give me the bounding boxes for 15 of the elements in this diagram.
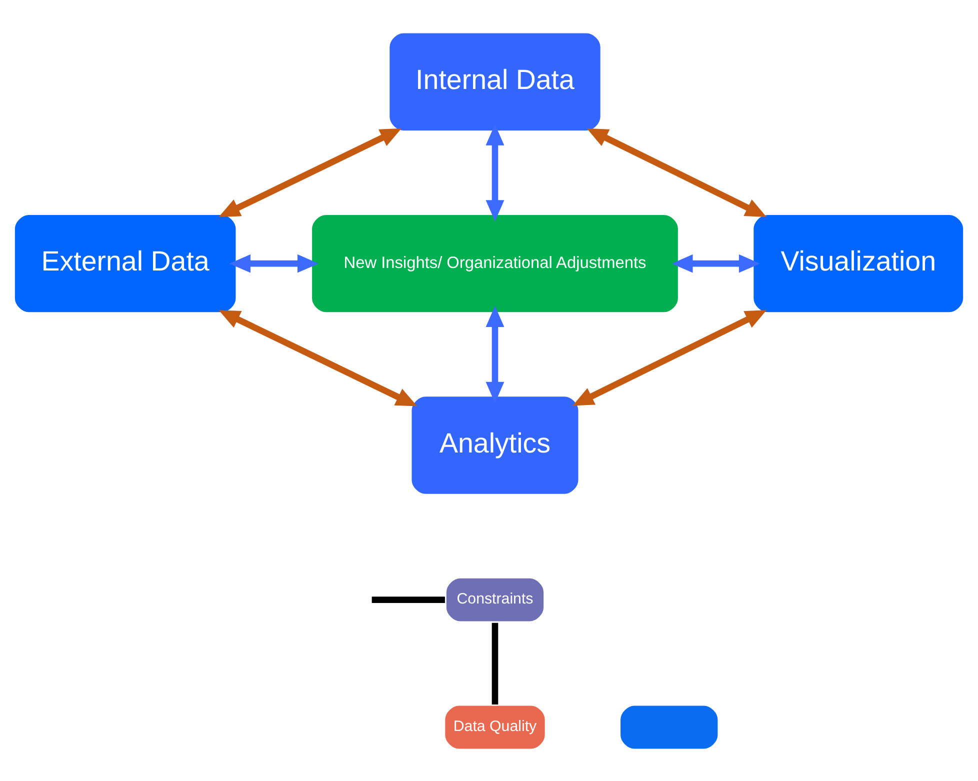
connector xyxy=(492,622,498,704)
arrow xyxy=(218,310,418,406)
arrow xyxy=(486,305,504,402)
node-box: Constraints xyxy=(444,575,546,624)
arrow xyxy=(586,128,767,217)
connector xyxy=(372,596,445,602)
node-box: Analytics xyxy=(409,394,581,496)
node-box: Internal Data xyxy=(387,30,603,132)
node-box: Data Quality xyxy=(442,702,548,751)
arrow xyxy=(218,128,402,217)
arrow xyxy=(229,254,319,272)
arrow xyxy=(572,310,767,406)
arrow xyxy=(486,124,504,221)
node-box xyxy=(618,702,720,751)
arrow xyxy=(672,254,760,272)
